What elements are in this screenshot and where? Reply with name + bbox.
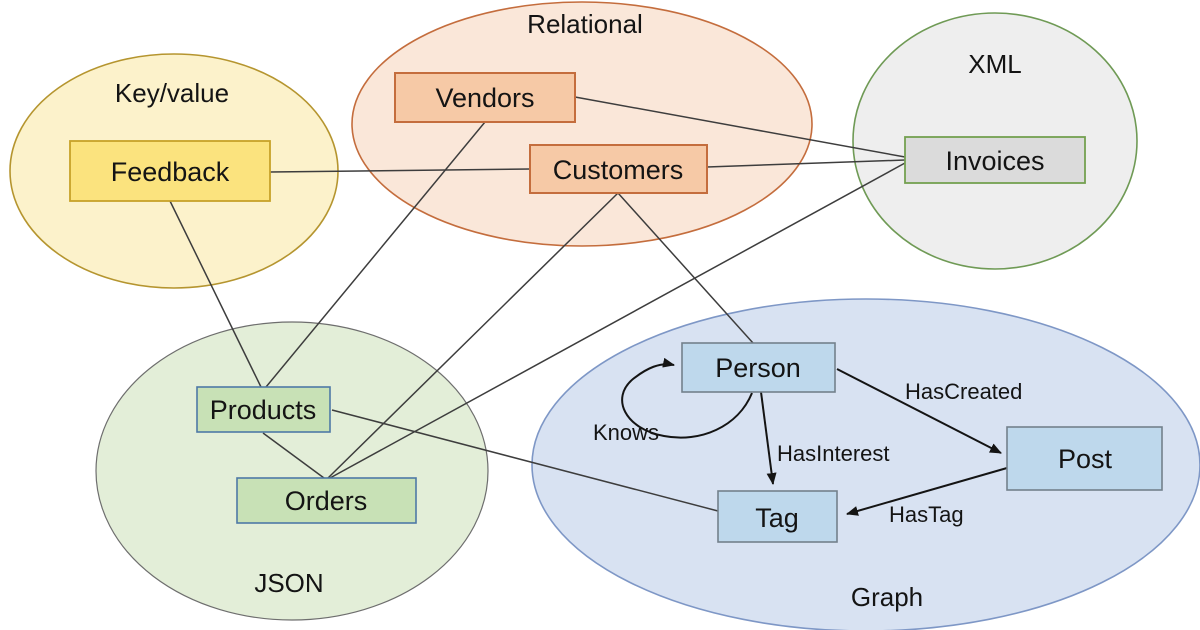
edge-person-knows-self-loop <box>621 357 753 439</box>
edge-orders-invoices <box>329 162 906 479</box>
vendors-node <box>394 72 576 123</box>
tag-node <box>717 490 838 543</box>
person-label: Person <box>715 353 801 383</box>
post-node <box>1006 426 1163 491</box>
person-node <box>681 342 836 393</box>
tag-label: Tag <box>755 503 799 533</box>
edge-vendors-products <box>265 121 486 388</box>
edge-feedback-products <box>169 200 262 388</box>
json-ellipse <box>95 321 489 621</box>
edge-customers-orders <box>327 192 619 479</box>
customers-label: Customers <box>553 155 684 185</box>
edge-customers-invoices <box>706 159 906 168</box>
feedback-label: Feedback <box>111 157 230 187</box>
post-label: Post <box>1058 444 1113 474</box>
edge-post-hastag-tag <box>846 467 1008 516</box>
edge-products-orders <box>262 432 325 479</box>
edge-person-hasinterest-tag <box>760 391 777 485</box>
graph-label: Graph <box>851 582 923 612</box>
edge-feedback-customers <box>269 168 531 173</box>
hasinterest-edge-label: HasInterest <box>777 441 890 466</box>
hascreated-edge-label: HasCreated <box>905 379 1022 404</box>
json-label: JSON <box>254 568 323 598</box>
keyvalue-label: Key/value <box>115 78 229 108</box>
xml-label: XML <box>968 49 1021 79</box>
edge-customers-person <box>617 192 754 344</box>
products-node <box>196 386 331 433</box>
edge-products-tag <box>331 409 719 512</box>
orders-label: Orders <box>285 486 368 516</box>
vendors-label: Vendors <box>435 83 534 113</box>
knows-edge-label: Knows <box>593 420 659 445</box>
edge-vendors-invoices <box>574 96 906 158</box>
relational-label: Relational <box>527 9 643 39</box>
products-label: Products <box>210 395 317 425</box>
customers-node <box>529 144 708 194</box>
edge-person-hascreated-post <box>836 368 1002 454</box>
invoices-node <box>904 136 1086 184</box>
orders-node <box>236 477 417 524</box>
hastag-edge-label: HasTag <box>889 502 964 527</box>
invoices-label: Invoices <box>945 146 1044 176</box>
feedback-node <box>69 140 271 202</box>
